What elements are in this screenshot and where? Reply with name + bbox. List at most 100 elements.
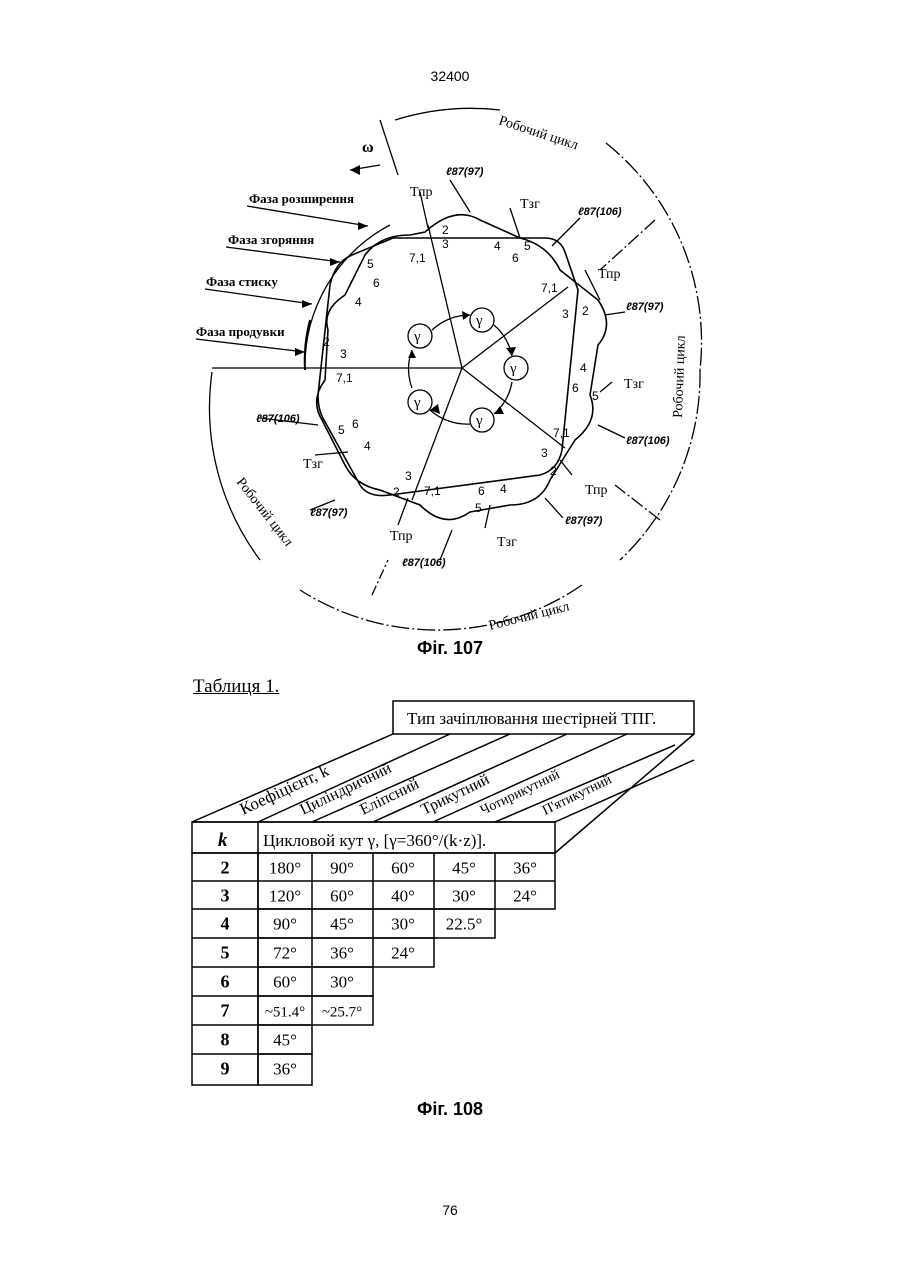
radial-long-3 — [615, 485, 660, 520]
pt-6-d: 6 — [352, 417, 359, 431]
table-angle-cell: 30° — [391, 915, 415, 934]
radial-long-1 — [380, 120, 398, 175]
page-number: 76 — [0, 1202, 900, 1218]
pt-71-b: 7,1 — [541, 281, 558, 295]
pt-71-c: 7,1 — [553, 426, 570, 440]
leader-phase-expansion — [247, 206, 368, 226]
radial-line-4 — [412, 368, 462, 500]
table-k-cell: 4 — [221, 914, 230, 934]
l97-lower-right: ℓ87(97) — [565, 515, 603, 527]
table-angle-cell: 22.5° — [446, 915, 483, 934]
t-pr-lower-right: Тпр — [585, 483, 608, 498]
pt-2-c: 2 — [550, 464, 557, 478]
pt-71-d: 7,1 — [424, 484, 441, 498]
phase-combustion-label: Фаза згоряння — [228, 232, 314, 247]
table-angle-cell: 72° — [273, 944, 297, 963]
figure-108-caption: Фіг. 108 — [0, 1099, 900, 1120]
table-angle-cell: ~25.7° — [322, 1005, 362, 1021]
outer-arc-right — [620, 370, 700, 560]
table-k-cell: 9 — [221, 1059, 230, 1079]
pt-2-d: 2 — [393, 485, 400, 499]
radial-long-4 — [372, 560, 388, 595]
table-angle-cell: 180° — [269, 859, 301, 878]
pt-5-e: 5 — [367, 257, 374, 271]
table-angle-cell: 30° — [452, 887, 476, 906]
table-title: Таблиця 1. — [193, 676, 279, 698]
pt-3-e: 3 — [340, 347, 347, 361]
working-cycle-label-top: Робочий цикл — [497, 114, 580, 154]
pt-6-a: 6 — [512, 251, 519, 265]
figure-107-caption: Фіг. 107 — [0, 638, 900, 659]
pt-71-e: 7,1 — [336, 371, 353, 385]
t-zg-right: Тзг — [624, 377, 644, 392]
gamma-3: γ — [475, 413, 483, 429]
gear-type-header: Тип зачіплювання шестірней ТПГ. — [407, 709, 656, 728]
outer-arc-left — [209, 372, 260, 560]
table-angle-cell: 45° — [330, 915, 354, 934]
pt-4-d: 4 — [364, 439, 371, 453]
pt-2-e: 2 — [323, 335, 330, 349]
inner-arc-left — [305, 225, 390, 370]
gamma-1: γ — [475, 313, 483, 329]
pt-3-c: 3 — [541, 446, 548, 460]
table-angle-cell: 60° — [330, 887, 354, 906]
table-angle-cell: 36° — [273, 1060, 297, 1079]
cycle-angle-header: Цикловой кут γ, [γ=360°/(k·z)]. — [263, 831, 486, 850]
working-cycle-label-bottom: Робочий цикл — [487, 599, 571, 634]
table-angle-cell: 45° — [452, 859, 476, 878]
leader-phase-compression — [205, 289, 312, 304]
working-cycle-label-right: Робочий цикл — [671, 335, 689, 418]
t-zg-top: Тзг — [520, 197, 540, 212]
table-angle-cell: 36° — [330, 944, 354, 963]
l106-top-right: ℓ87(106) — [578, 206, 622, 218]
l97-lower-left: ℓ87(97) — [310, 507, 348, 519]
l106-right: ℓ87(106) — [626, 435, 670, 447]
radial-long-2 — [600, 220, 655, 270]
table-angle-cell: 90° — [273, 915, 297, 934]
pt-2-a: 2 — [442, 223, 449, 237]
gamma-5: γ — [413, 329, 421, 345]
pt-5-c: 5 — [475, 501, 482, 515]
table-angle-cell: 120° — [269, 887, 301, 906]
phase-purge-label: Фаза продувки — [196, 324, 285, 339]
working-cycle-label-left: Робочий цикл — [233, 475, 296, 549]
t-pr-right: Тпр — [598, 267, 621, 282]
table-angle-cell: 30° — [330, 973, 354, 992]
l106-bottom: ℓ87(106) — [402, 557, 446, 569]
profile-octagon — [318, 238, 578, 496]
pt-3-b: 3 — [562, 307, 569, 321]
gamma-arc-3 — [494, 382, 512, 414]
leader-phase-combustion — [226, 247, 340, 262]
gamma-2: γ — [509, 361, 517, 377]
table-angle-cell: ~51.4° — [265, 1005, 305, 1021]
pt-3-a: 3 — [442, 237, 449, 251]
inner-arc-left-2 — [305, 320, 310, 370]
pt-2-b: 2 — [582, 304, 589, 318]
gamma-4: γ — [413, 395, 421, 411]
k-header: k — [218, 830, 228, 851]
t-pr-top: Тпр — [410, 185, 433, 200]
table-angle-cell: 24° — [513, 887, 537, 906]
pt-5-d: 5 — [338, 423, 345, 437]
pt-6-c: 6 — [478, 484, 485, 498]
table-angle-cell: 45° — [273, 1031, 297, 1050]
t-zg-left: Тзг — [303, 457, 323, 472]
phase-compression-label: Фаза стиску — [206, 274, 278, 289]
outer-arc-top — [395, 108, 500, 120]
phase-expansion-label: Фаза розширення — [249, 191, 354, 206]
table-k-cell: 5 — [221, 943, 230, 963]
pt-6-b: 6 — [572, 381, 579, 395]
l97-right: ℓ87(97) — [626, 301, 664, 313]
table-angle-cell: 90° — [330, 859, 354, 878]
leader-phase-purge — [196, 339, 305, 352]
t-pr-bottom: Тпр — [390, 529, 413, 544]
pt-71-a: 7,1 — [409, 251, 426, 265]
table-angle-cell: 36° — [513, 859, 537, 878]
table-k-cell: 8 — [221, 1030, 230, 1050]
table-k-cell: 6 — [221, 972, 230, 992]
pt-6-e: 6 — [373, 276, 380, 290]
pt-4-e: 4 — [355, 295, 362, 309]
table-k-cell: 7 — [221, 1001, 230, 1021]
pt-3-d: 3 — [405, 469, 412, 483]
